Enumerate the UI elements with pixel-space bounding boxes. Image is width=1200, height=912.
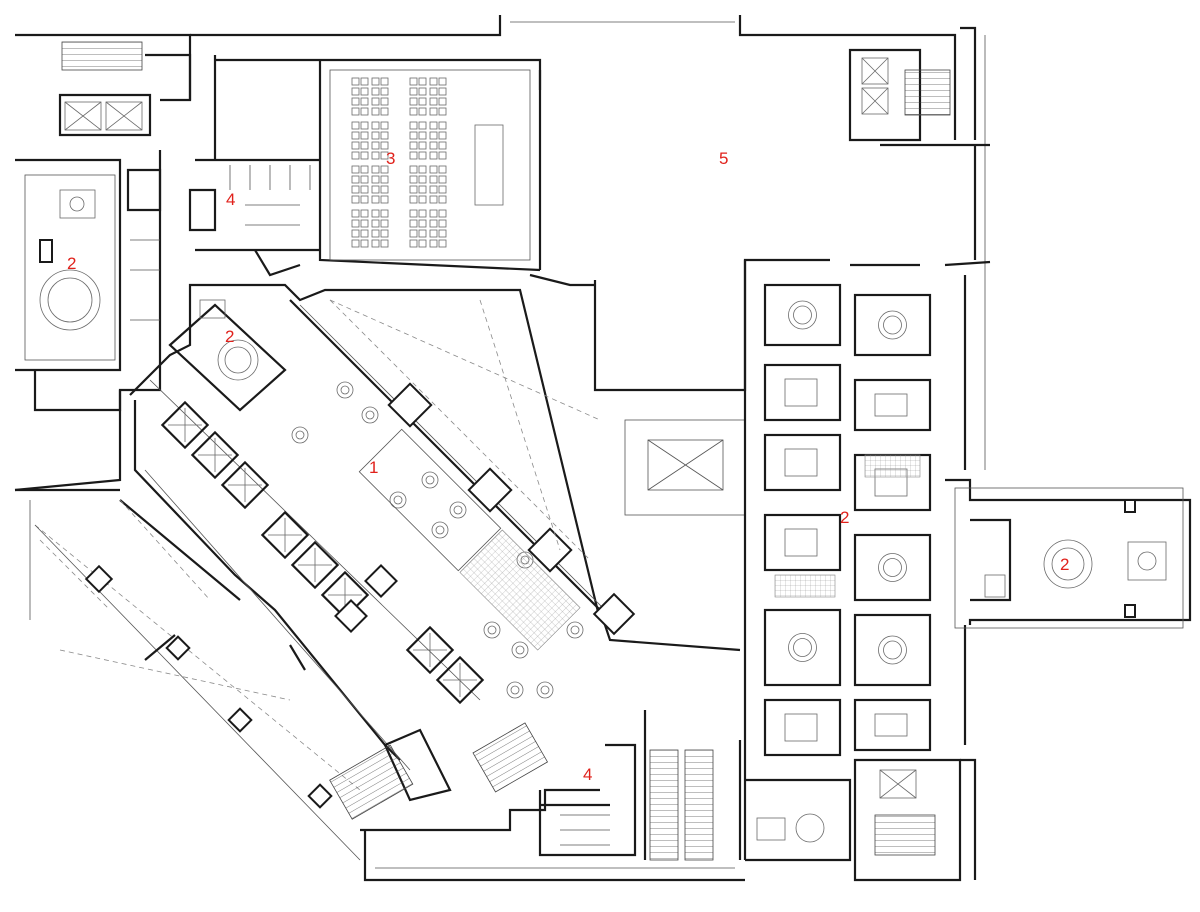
room-labels: 1 2 2 2 2 3 4 4 5 (67, 149, 1069, 784)
west-dining-wing (15, 150, 162, 412)
room-label-restroom-north: 4 (226, 190, 235, 209)
east-wing-dining (945, 478, 1192, 629)
central-lobby-block (14, 283, 741, 771)
room-label-private-dining-west: 2 (67, 254, 76, 273)
southeast-core (745, 758, 977, 882)
north-restroom-core (188, 158, 320, 277)
atrium-dashed-lines (29, 299, 746, 861)
room-label-lobby-lounge: 1 (369, 458, 378, 477)
northwest-core (58, 41, 192, 137)
north-perimeter-walls (15, 15, 991, 470)
auditorium-seating (329, 69, 531, 261)
room-label-restroom-south: 4 (583, 765, 592, 784)
east-dining-corridor (743, 260, 967, 860)
south-entrance-zone (329, 710, 745, 882)
room-label-private-dining-north: 2 (225, 327, 234, 346)
room-label-open-court: 5 (719, 149, 728, 168)
room-label-auditorium: 3 (386, 149, 395, 168)
room-label-private-dining-east-corridor: 2 (840, 508, 849, 527)
northeast-core (848, 48, 990, 147)
room-label-private-dining-east-wing: 2 (1060, 555, 1069, 574)
